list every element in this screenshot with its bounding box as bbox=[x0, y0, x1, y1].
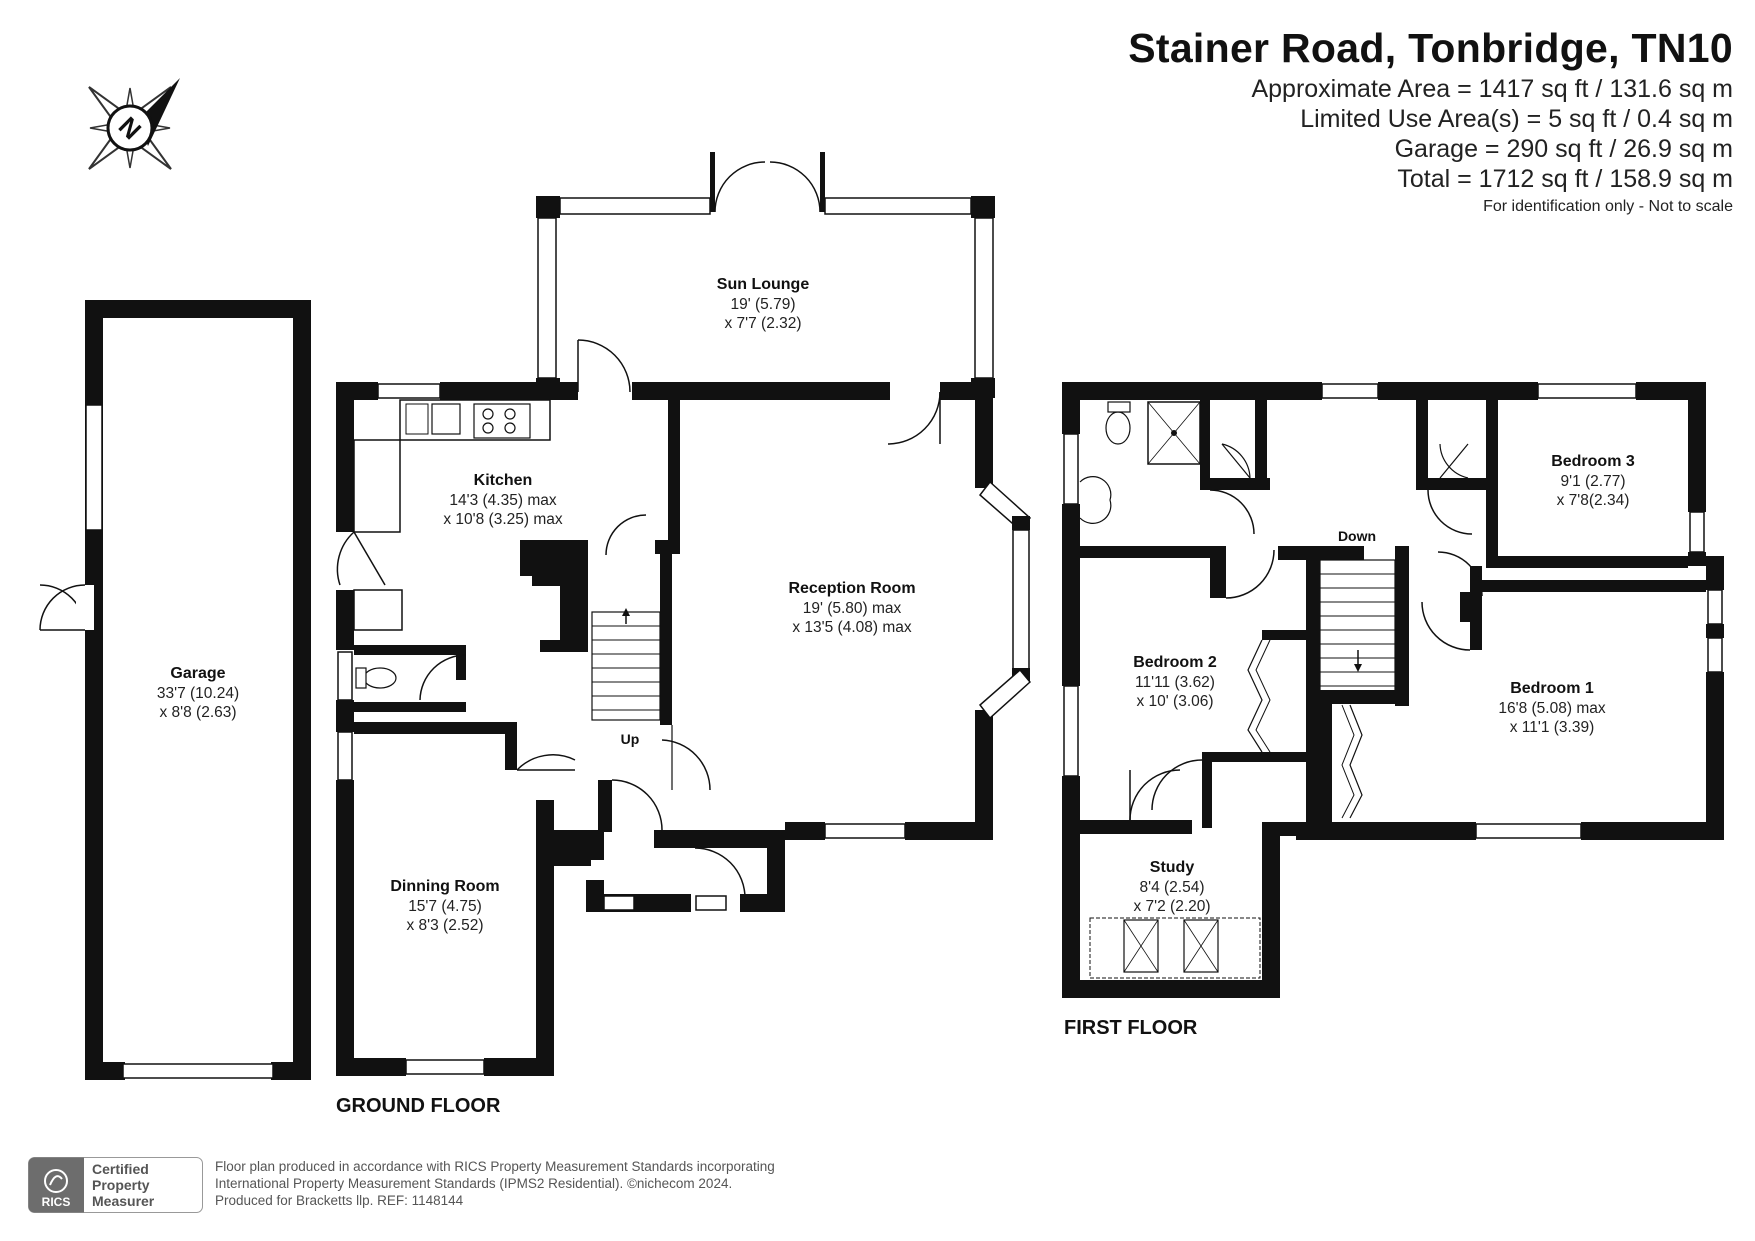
garage-name: Garage bbox=[170, 665, 225, 682]
first-floor-walls bbox=[1062, 382, 1724, 998]
bedroom3-label: Bedroom 3 9'1 (2.77) x 7'8(2.34) bbox=[1551, 453, 1635, 509]
bedroom2-dim1: 11'11 (3.62) bbox=[1135, 674, 1215, 691]
sun-lounge-label: Sun Lounge 19' (5.79) x 7'7 (2.32) bbox=[717, 276, 810, 332]
garage-window bbox=[85, 404, 103, 531]
dining-name: Dinning Room bbox=[390, 878, 499, 895]
bedroom1-name: Bedroom 1 bbox=[1510, 680, 1594, 697]
footer-line1: Floor plan produced in accordance with R… bbox=[215, 1159, 775, 1174]
study-dim1: 8'4 (2.54) bbox=[1140, 879, 1205, 896]
rics-logo-icon bbox=[44, 1169, 68, 1193]
bedroom1-dim1: 16'8 (5.08) max bbox=[1498, 700, 1605, 717]
rics-org-text: RICS bbox=[42, 1195, 71, 1209]
disclaimer-note: For identification only - Not to scale bbox=[1483, 198, 1733, 215]
bedroom1-label: Bedroom 1 16'8 (5.08) max x 11'1 (3.39) bbox=[1498, 680, 1605, 736]
sun-lounge-name: Sun Lounge bbox=[717, 276, 810, 293]
sun-lounge-dim2: x 7'7 (2.32) bbox=[724, 315, 801, 332]
kitchen-label: Kitchen 14'3 (4.35) max x 10'8 (3.25) ma… bbox=[443, 472, 563, 528]
study-label: Study 8'4 (2.54) x 7'2 (2.20) bbox=[1133, 859, 1210, 915]
bedroom2-label: Bedroom 2 11'11 (3.62) x 10' (3.06) bbox=[1133, 654, 1217, 710]
bedroom2-name: Bedroom 2 bbox=[1133, 654, 1217, 671]
badge-line2: Property bbox=[92, 1177, 150, 1193]
badge-line3: Measurer bbox=[92, 1193, 155, 1209]
sun-lounge-dim1: 19' (5.79) bbox=[731, 296, 796, 313]
reception-dim2: x 13'5 (4.08) max bbox=[792, 619, 912, 636]
first-floor-label: FIRST FLOOR bbox=[1064, 1017, 1198, 1039]
header: Stainer Road, Tonbridge, TN10 Approximat… bbox=[1128, 22, 1733, 220]
kitchen-dim1: 14'3 (4.35) max bbox=[449, 492, 556, 509]
bedroom3-dim1: 9'1 (2.77) bbox=[1561, 473, 1626, 490]
ground-floor-label: GROUND FLOOR bbox=[336, 1095, 501, 1117]
footer-line2: International Property Measurement Stand… bbox=[215, 1176, 733, 1191]
rics-certified-badge: RICS Certified Property Measurer bbox=[28, 1157, 203, 1213]
stairs-down-label: Down bbox=[1338, 528, 1376, 544]
bedroom3-name: Bedroom 3 bbox=[1551, 453, 1635, 470]
garage-walls bbox=[39, 300, 311, 1080]
bedroom3-dim2: x 7'8(2.34) bbox=[1557, 492, 1630, 509]
badge-line1: Certified bbox=[92, 1161, 149, 1177]
total-area: Total = 1712 sq ft / 158.9 sq m bbox=[1397, 165, 1733, 193]
garage-dim1: 33'7 (10.24) bbox=[157, 685, 239, 702]
ground-floor-walls bbox=[336, 152, 1032, 1076]
kitchen-dim2: x 10'8 (3.25) max bbox=[443, 511, 563, 528]
compass-icon: N bbox=[88, 78, 180, 170]
study-dim2: x 7'2 (2.20) bbox=[1133, 898, 1210, 915]
staircase-ground bbox=[591, 608, 661, 721]
study-name: Study bbox=[1150, 859, 1195, 876]
footer-line3: Produced for Bracketts llp. REF: 1148144 bbox=[215, 1193, 464, 1208]
property-title: Stainer Road, Tonbridge, TN10 bbox=[1128, 25, 1733, 71]
garage-label: Garage 33'7 (10.24) x 8'8 (2.63) bbox=[157, 665, 239, 721]
limited-use-area: Limited Use Area(s) = 5 sq ft / 0.4 sq m bbox=[1300, 105, 1733, 133]
garage-door bbox=[122, 1063, 274, 1079]
dining-label: Dinning Room 15'7 (4.75) x 8'3 (2.52) bbox=[390, 878, 499, 934]
approximate-area: Approximate Area = 1417 sq ft / 131.6 sq… bbox=[1251, 75, 1733, 103]
kitchen-name: Kitchen bbox=[474, 472, 533, 489]
staircase-first bbox=[1278, 546, 1409, 706]
bedroom1-dim2: x 11'1 (3.39) bbox=[1510, 719, 1595, 736]
dining-dim1: 15'7 (4.75) bbox=[408, 898, 482, 915]
dining-dim2: x 8'3 (2.52) bbox=[406, 917, 483, 934]
reception-label: Reception Room 19' (5.80) max x 13'5 (4.… bbox=[788, 580, 915, 636]
reception-dim1: 19' (5.80) max bbox=[803, 600, 902, 617]
reception-name: Reception Room bbox=[788, 580, 915, 597]
garage-dim2: x 8'8 (2.63) bbox=[159, 704, 236, 721]
garage-area: Garage = 290 sq ft / 26.9 sq m bbox=[1394, 135, 1733, 163]
bedroom2-dim2: x 10' (3.06) bbox=[1136, 693, 1213, 710]
footer-notes: Floor plan produced in accordance with R… bbox=[215, 1158, 775, 1209]
stairs-up-label: Up bbox=[621, 731, 640, 747]
